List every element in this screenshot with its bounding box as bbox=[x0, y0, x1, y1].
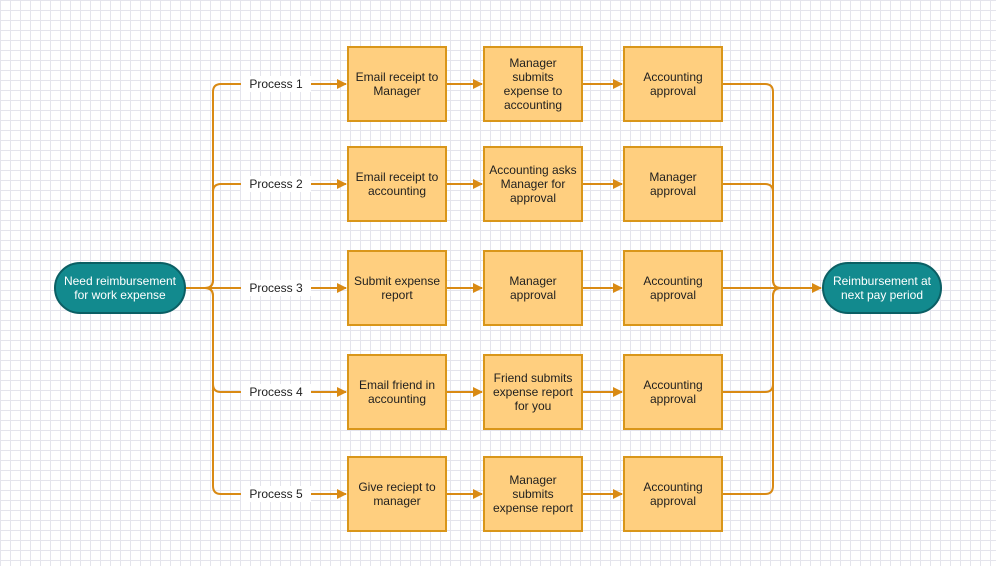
process-2-label: Process 2 bbox=[241, 176, 311, 192]
step-label: Email receipt to Manager bbox=[355, 70, 439, 98]
step-label: Accounting approval bbox=[643, 70, 703, 98]
process-3-label: Process 3 bbox=[241, 280, 311, 296]
process-5-step-2[interactable]: Manager submits expense report bbox=[483, 456, 583, 532]
process-4-step-1[interactable]: Email friend in accounting bbox=[347, 354, 447, 430]
process-5-step-3[interactable]: Accounting approval bbox=[623, 456, 723, 532]
process-1-step-1[interactable]: Email receipt to Manager bbox=[347, 46, 447, 122]
process-4-label: Process 4 bbox=[241, 384, 311, 400]
step-label: Accounting approval bbox=[643, 480, 703, 508]
step-label: Accounting asks Manager for approval bbox=[489, 163, 577, 205]
connector-split-2 bbox=[186, 183, 241, 289]
start-node[interactable]: Need reimbursement for work expense bbox=[54, 262, 186, 314]
end-node-label: Reimbursement at next pay period bbox=[832, 274, 932, 302]
process-3-step-2[interactable]: Manager approval bbox=[483, 250, 583, 326]
process-4-step-3[interactable]: Accounting approval bbox=[623, 354, 723, 430]
step-label: Friend submits expense report for you bbox=[492, 371, 574, 413]
process-5-label: Process 5 bbox=[241, 486, 311, 502]
process-5-step-1[interactable]: Give reciept to manager bbox=[347, 456, 447, 532]
process-2-step-1[interactable]: Email receipt to accounting bbox=[347, 146, 447, 222]
step-label: Accounting approval bbox=[643, 274, 703, 302]
end-node[interactable]: Reimbursement at next pay period bbox=[822, 262, 942, 314]
step-label: Manager submits expense report bbox=[492, 473, 574, 515]
process-3-step-1[interactable]: Submit expense report bbox=[347, 250, 447, 326]
process-4-step-2[interactable]: Friend submits expense report for you bbox=[483, 354, 583, 430]
process-2-step-3[interactable]: Manager approval bbox=[623, 146, 723, 222]
process-2-step-2[interactable]: Accounting asks Manager for approval bbox=[483, 146, 583, 222]
step-label: Email friend in accounting bbox=[358, 378, 436, 406]
process-1-step-3[interactable]: Accounting approval bbox=[623, 46, 723, 122]
connector-split-5 bbox=[186, 287, 241, 495]
start-node-label: Need reimbursement for work expense bbox=[63, 274, 177, 302]
step-label: Give reciept to manager bbox=[358, 480, 436, 508]
step-label: Email receipt to accounting bbox=[355, 170, 439, 198]
step-label: Accounting approval bbox=[643, 378, 703, 406]
process-3-step-3[interactable]: Accounting approval bbox=[623, 250, 723, 326]
step-label: Manager approval bbox=[509, 274, 557, 302]
process-1-step-2[interactable]: Manager submits expense to accounting bbox=[483, 46, 583, 122]
step-label: Submit expense report bbox=[353, 274, 441, 302]
step-label: Manager submits expense to accounting bbox=[503, 56, 563, 112]
process-1-label: Process 1 bbox=[241, 76, 311, 92]
step-label: Manager approval bbox=[649, 170, 697, 198]
connector-merge-5 bbox=[723, 287, 782, 495]
connector-merge-2 bbox=[723, 183, 782, 289]
